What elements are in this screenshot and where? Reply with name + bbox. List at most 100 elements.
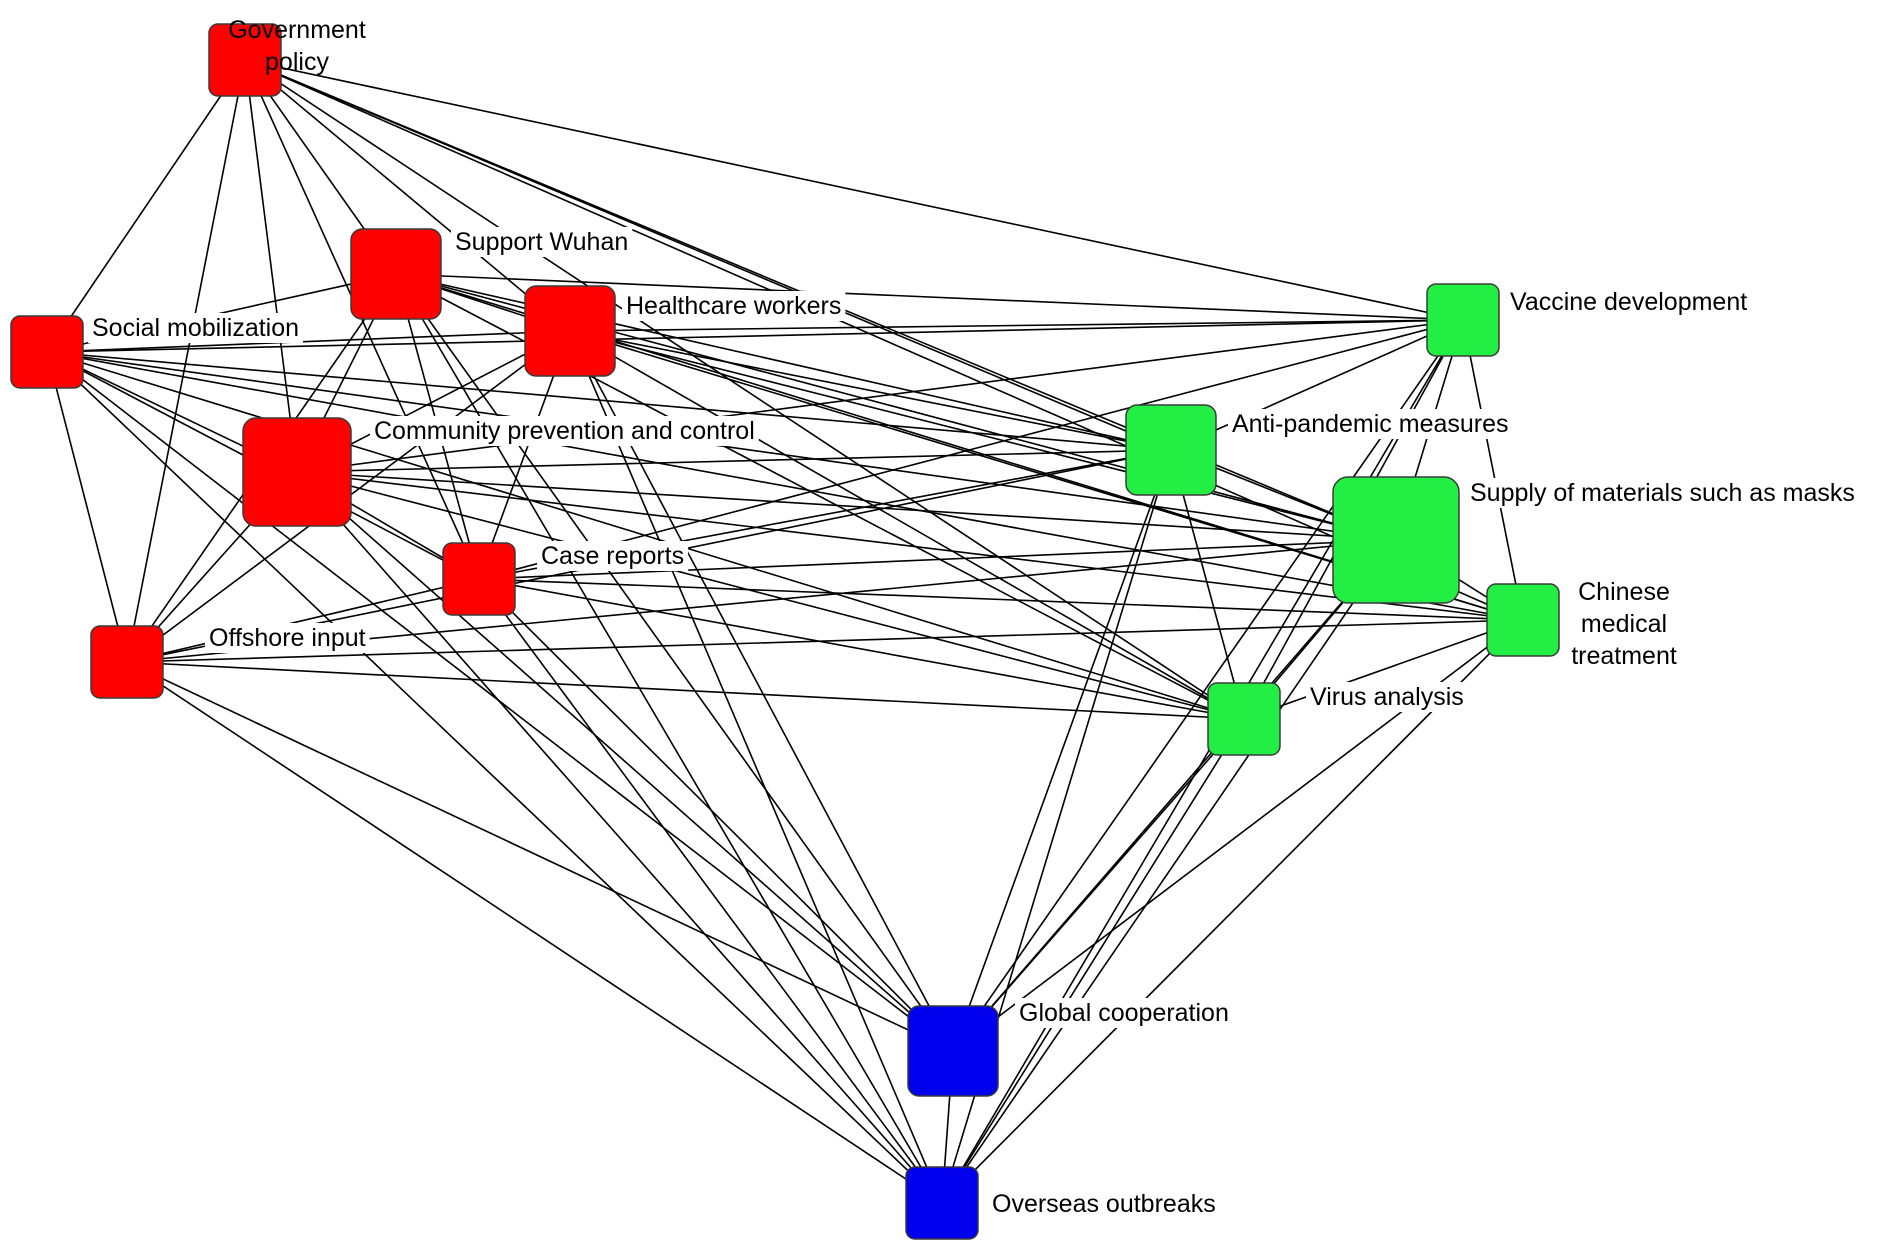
edge-case-reports--vaccine-development [478, 319, 1464, 580]
edge-case-reports--global-cooperation [478, 578, 954, 1052]
edge-support-wuhan--overseas-outbreaks [395, 273, 943, 1204]
edge-social-mobilization--anti-pandemic-measures [46, 351, 1172, 451]
node-label-global-cooperation: Global cooperation [1019, 999, 1229, 1027]
edge-community-prevention-and-control--chinese-medical-treatment [296, 471, 1524, 621]
label-background [370, 416, 759, 446]
edge-healthcare-workers--virus-analysis [569, 330, 1245, 720]
node-social-mobilization [10, 315, 84, 389]
node-label-line: Community prevention and control [374, 417, 755, 445]
node-virus-analysis [1207, 682, 1281, 756]
label-background [1015, 998, 1233, 1028]
edge-healthcare-workers--supply-of-materials [569, 330, 1397, 541]
edge-healthcare-workers--overseas-outbreaks [569, 330, 943, 1204]
node-label-line: Global cooperation [1019, 999, 1229, 1027]
node-label-line: Virus analysis [1310, 683, 1464, 711]
node-label-government-policy: Government policy [228, 16, 366, 76]
node-government-policy [208, 23, 282, 97]
node-label-line: Support Wuhan [455, 228, 628, 256]
node-overseas-outbreaks [905, 1166, 979, 1240]
node-label-supply-of-materials: Supply of materials such as masks [1470, 479, 1855, 507]
node-label-overseas-outbreaks: Overseas outbreaks [992, 1190, 1216, 1218]
edge-virus-analysis--global-cooperation [952, 718, 1245, 1052]
edge-case-reports--supply-of-materials [478, 539, 1397, 580]
node-label-line: Social mobilization [92, 314, 299, 342]
label-background [205, 623, 370, 653]
label-background [622, 291, 846, 321]
edge-vaccine-development--overseas-outbreaks [941, 319, 1464, 1204]
node-label-line: Government [228, 16, 366, 44]
edge-government-policy--chinese-medical-treatment [244, 59, 1524, 621]
edge-offshore-input--chinese-medical-treatment [126, 619, 1524, 663]
edge-virus-analysis--overseas-outbreaks [941, 718, 1245, 1204]
edge-healthcare-workers--vaccine-development [569, 319, 1464, 332]
node-global-cooperation [907, 1005, 999, 1097]
node-label-line: Vaccine development [1510, 288, 1747, 316]
edge-community-prevention-and-control--global-cooperation [296, 471, 954, 1052]
node-anti-pandemic-measures [1125, 404, 1217, 496]
label-background [1306, 682, 1468, 712]
edge-social-mobilization--healthcare-workers [46, 330, 571, 353]
edge-government-policy--virus-analysis [244, 59, 1245, 720]
edge-vaccine-development--global-cooperation [952, 319, 1464, 1052]
edges-layer [46, 59, 1524, 1204]
node-label-line: Offshore input [209, 624, 366, 652]
node-label-line: medical [1581, 610, 1667, 638]
label-background [88, 313, 304, 343]
edge-community-prevention-and-control--anti-pandemic-measures [296, 449, 1172, 473]
label-background [988, 1189, 1220, 1219]
label-background [1506, 287, 1752, 317]
edge-vaccine-development--chinese-medical-treatment [1462, 319, 1524, 621]
node-offshore-input [90, 625, 164, 699]
edge-community-prevention-and-control--supply-of-materials [296, 471, 1397, 541]
edge-healthcare-workers--anti-pandemic-measures [569, 330, 1172, 451]
edge-social-mobilization--overseas-outbreaks [46, 351, 943, 1204]
node-healthcare-workers [524, 285, 616, 377]
label-backgrounds-layer [88, 227, 1859, 1219]
node-case-reports [442, 542, 516, 616]
nodes-layer [10, 23, 1560, 1240]
node-label-virus-analysis: Virus analysis [1310, 683, 1464, 711]
edge-community-prevention-and-control--virus-analysis [296, 471, 1245, 720]
node-supply-of-materials [1332, 476, 1460, 604]
node-label-line: Healthcare workers [626, 292, 841, 320]
edge-social-mobilization--chinese-medical-treatment [46, 351, 1524, 621]
edge-case-reports--overseas-outbreaks [478, 578, 943, 1204]
node-label-line: Anti-pandemic measures [1232, 410, 1509, 438]
edge-vaccine-development--anti-pandemic-measures [1170, 319, 1464, 451]
edge-anti-pandemic-measures--global-cooperation [952, 449, 1172, 1052]
edge-government-policy--offshore-input [126, 59, 246, 663]
edge-community-prevention-and-control--vaccine-development [296, 319, 1464, 473]
edge-social-mobilization--offshore-input [46, 351, 128, 663]
node-label-line: Overseas outbreaks [992, 1190, 1216, 1218]
edge-case-reports--virus-analysis [478, 578, 1245, 720]
node-label-line: treatment [1571, 642, 1677, 670]
edge-offshore-input--overseas-outbreaks [126, 661, 943, 1204]
edge-support-wuhan--vaccine-development [395, 273, 1464, 321]
edge-case-reports--offshore-input [126, 578, 480, 663]
node-chinese-medical-treatment [1486, 583, 1560, 657]
edge-support-wuhan--global-cooperation [395, 273, 954, 1052]
edge-healthcare-workers--global-cooperation [569, 330, 954, 1052]
edge-government-policy--healthcare-workers [244, 59, 571, 332]
node-label-anti-pandemic-measures: Anti-pandemic measures [1232, 410, 1509, 438]
edge-chinese-medical-treatment--virus-analysis [1243, 619, 1524, 720]
label-background [1228, 409, 1513, 439]
label-background [537, 541, 689, 571]
edge-government-policy--community-prevention-and-control [244, 59, 298, 473]
edge-government-policy--vaccine-development [244, 59, 1464, 321]
node-label-chinese-medical-treatment: Chinese medical treatment [1571, 578, 1677, 670]
node-label-case-reports: Case reports [541, 542, 684, 570]
label-background [1567, 577, 1681, 671]
node-label-line: Chinese [1578, 578, 1670, 606]
node-label-offshore-input: Offshore input [209, 624, 366, 652]
edge-offshore-input--virus-analysis [126, 661, 1245, 720]
node-community-prevention-and-control [242, 417, 352, 527]
edge-community-prevention-and-control--overseas-outbreaks [296, 471, 943, 1204]
node-label-vaccine-development: Vaccine development [1510, 288, 1747, 316]
edge-case-reports--chinese-medical-treatment [478, 578, 1524, 621]
label-background [1466, 478, 1859, 508]
node-label-line: policy [265, 48, 329, 76]
label-background [451, 227, 633, 257]
